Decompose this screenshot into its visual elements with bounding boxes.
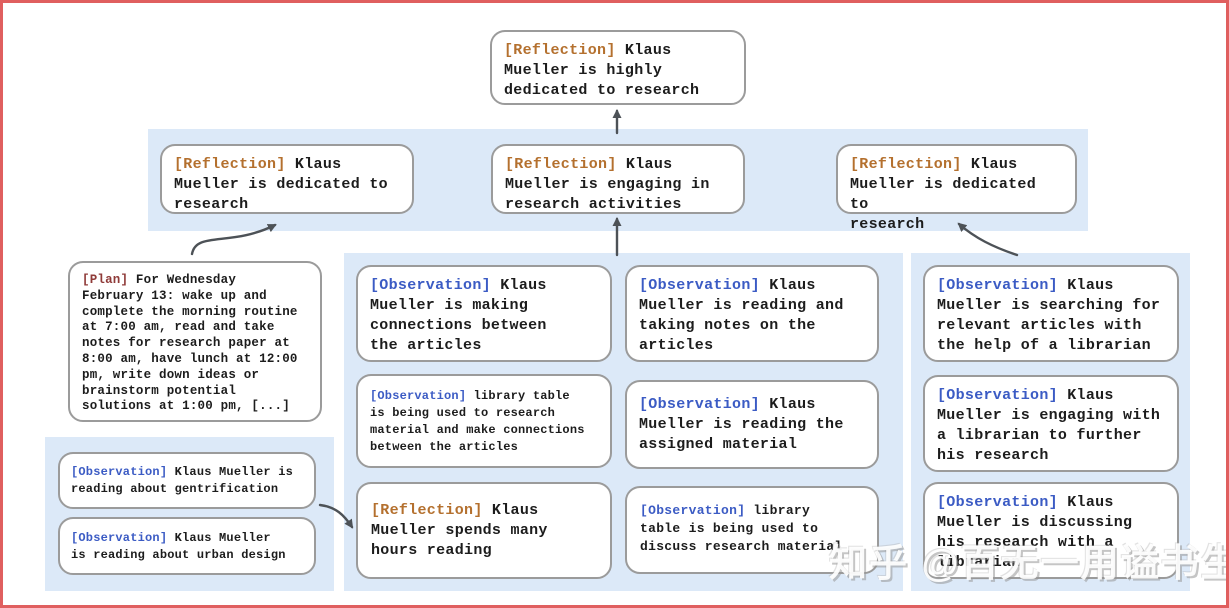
reflection-tag: [Reflection] — [504, 42, 616, 59]
memory-node-obs-assigned-material: [Observation] Klaus Mueller is reading t… — [625, 380, 879, 469]
node-text: Klaus Mueller is dedicated to research — [174, 156, 388, 213]
memory-node-obs-searching-articles: [Observation] Klaus Mueller is searching… — [923, 265, 1179, 362]
node-text: For Wednesday February 13: wake up and c… — [82, 273, 298, 414]
memory-node-top-reflection: [Reflection] Klaus Mueller is highly ded… — [490, 30, 746, 105]
observation-tag: [Observation] — [639, 277, 760, 294]
memory-node-reflection-hours-reading: [Reflection] Klaus Mueller spends many h… — [356, 482, 612, 579]
memory-node-obs-gentrification: [Observation] Klaus Mueller is reading a… — [58, 452, 316, 509]
node-text: library table is being used to discuss r… — [640, 503, 843, 554]
node-text: Klaus Mueller is reading the assigned ma… — [639, 396, 844, 453]
memory-node-plan: [Plan] For Wednesday February 13: wake u… — [68, 261, 322, 422]
observation-tag: [Observation] — [370, 389, 467, 403]
node-text: Klaus Mueller spends many hours reading — [371, 502, 548, 559]
memory-node-obs-discussing-research: [Observation] Klaus Mueller is discussin… — [923, 482, 1179, 579]
node-text: Klaus Mueller is making connections betw… — [370, 277, 547, 354]
node-text: Klaus Mueller is reading about gentrific… — [71, 465, 294, 496]
node-text: Klaus Mueller is reading about urban des… — [71, 531, 286, 562]
memory-node-reflection-dedicated-left: [Reflection] Klaus Mueller is dedicated … — [160, 144, 414, 214]
observation-tag: [Observation] — [937, 387, 1058, 404]
memory-node-obs-urban-design: [Observation] Klaus Mueller is reading a… — [58, 517, 316, 575]
zhihu-watermark: 知乎 @百无一用谥书生 — [829, 543, 1229, 585]
node-text: Klaus Mueller is discussing his research… — [937, 494, 1133, 571]
memory-node-obs-library-research: [Observation] library table is being use… — [356, 374, 612, 468]
plan-tag: [Plan] — [82, 273, 129, 287]
observation-tag: [Observation] — [370, 277, 491, 294]
observation-tag: [Observation] — [937, 494, 1058, 511]
observation-tag: [Observation] — [937, 277, 1058, 294]
memory-node-obs-taking-notes: [Observation] Klaus Mueller is reading a… — [625, 265, 879, 362]
observation-tag: [Observation] — [639, 396, 760, 413]
memory-node-reflection-dedicated-right: [Reflection] Klaus Mueller is dedicated … — [836, 144, 1077, 233]
memory-node-obs-engaging-librarian: [Observation] Klaus Mueller is engaging … — [923, 375, 1179, 472]
node-text: Klaus Mueller is dedicated to research — [850, 156, 1037, 233]
observation-tag: [Observation] — [71, 465, 168, 479]
node-text: library table is being used to research … — [370, 389, 585, 454]
node-text: Klaus Mueller is searching for relevant … — [937, 277, 1161, 354]
node-text: Klaus Mueller is highly dedicated to res… — [504, 42, 700, 99]
memory-node-reflection-engaging: [Reflection] Klaus Mueller is engaging i… — [491, 144, 745, 214]
node-text: Klaus Mueller is engaging in research ac… — [505, 156, 710, 213]
reflection-tag: [Reflection] — [505, 156, 617, 173]
observation-tag: [Observation] — [640, 503, 746, 518]
node-text: Klaus Mueller is engaging with a librari… — [937, 387, 1161, 464]
reflection-tag: [Reflection] — [371, 502, 483, 519]
node-text: Klaus Mueller is reading and taking note… — [639, 277, 844, 354]
memory-node-obs-library-discuss: [Observation] library table is being use… — [625, 486, 879, 574]
memory-node-obs-connections: [Observation] Klaus Mueller is making co… — [356, 265, 612, 362]
observation-tag: [Observation] — [71, 531, 168, 545]
reflection-tag: [Reflection] — [174, 156, 286, 173]
reflection-tag: [Reflection] — [850, 156, 962, 173]
